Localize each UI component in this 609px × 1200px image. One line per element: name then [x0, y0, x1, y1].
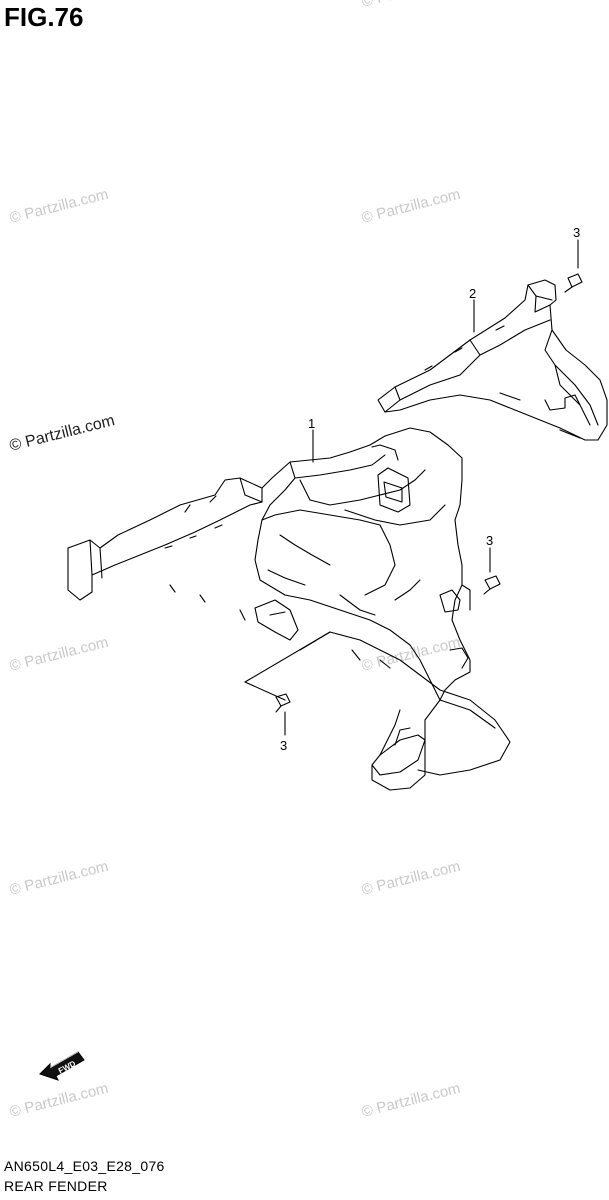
- callout-3-bottom: 3: [280, 738, 287, 753]
- figure-title: FIG.76: [4, 2, 84, 32]
- callout-1: 1: [308, 416, 315, 431]
- screw-icon: [483, 575, 501, 595]
- diagram-code: AN650L4_E03_E28_076: [4, 1158, 165, 1174]
- part-1-rear-fender: [67, 427, 511, 791]
- diagram-caption: REAR FENDER: [4, 1178, 108, 1194]
- guide-line: [244, 631, 331, 683]
- screw-icon: [275, 693, 291, 713]
- fwd-arrow-icon: FWD: [39, 1051, 85, 1081]
- callout-2: 2: [469, 286, 476, 301]
- part-2-fender-cover: [377, 279, 608, 441]
- callout-3-top: 3: [573, 225, 580, 240]
- callout-3-right: 3: [486, 533, 493, 548]
- screw-icon: [564, 273, 583, 293]
